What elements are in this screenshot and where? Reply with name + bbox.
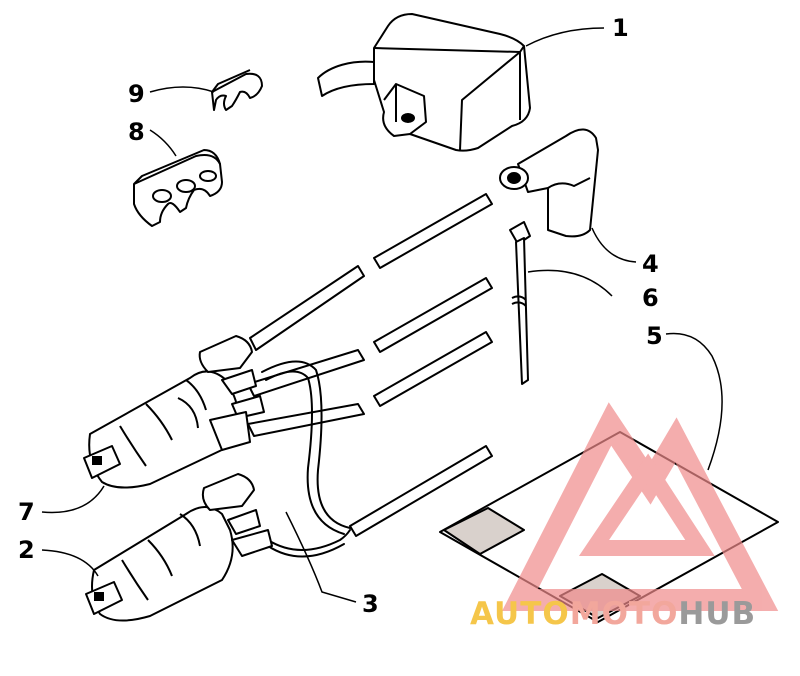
wire-clip-single bbox=[211, 69, 263, 111]
svg-text:AUTOMOTOHUB: AUTOMOTOHUB bbox=[470, 596, 756, 632]
watermark-moto: MOTO bbox=[570, 596, 679, 632]
callout-1: 1 bbox=[612, 14, 629, 42]
leader-6 bbox=[527, 269, 613, 297]
callout-5: 5 bbox=[646, 322, 663, 350]
ignition-coil-lower bbox=[85, 473, 273, 622]
watermark-text: AUTOMOTOHUB bbox=[470, 596, 756, 632]
callout-7: 7 bbox=[18, 498, 35, 526]
callout-4: 4 bbox=[642, 250, 659, 278]
leader-4 bbox=[591, 227, 637, 263]
watermark-triangle-inner bbox=[578, 453, 715, 556]
callout-8: 8 bbox=[128, 118, 145, 146]
leader-8 bbox=[149, 129, 177, 157]
callout-2: 2 bbox=[18, 536, 35, 564]
ignition-coil-upper bbox=[83, 335, 265, 489]
callout-6: 6 bbox=[642, 284, 659, 312]
cable-tie bbox=[509, 221, 531, 385]
watermark-logo bbox=[502, 402, 779, 611]
leader-2 bbox=[41, 549, 99, 577]
callout-9: 9 bbox=[128, 80, 145, 108]
ignition-wires bbox=[247, 193, 493, 537]
watermark-triangle-outer bbox=[502, 402, 779, 611]
spark-plug-cap bbox=[499, 128, 599, 238]
watermark-hub: HUB bbox=[678, 596, 756, 632]
lead-wires bbox=[261, 360, 351, 558]
leader-5 bbox=[665, 332, 723, 471]
leader-1 bbox=[525, 27, 605, 47]
leader-7 bbox=[41, 485, 105, 514]
cdi-box bbox=[317, 13, 531, 152]
leader-lines bbox=[41, 27, 723, 603]
wire-clip-triple bbox=[133, 149, 223, 227]
leader-3 bbox=[285, 511, 357, 603]
leader-9 bbox=[149, 86, 215, 93]
callout-numbers: 1 2 3 4 5 6 7 8 9 bbox=[18, 14, 663, 618]
watermark-auto: AUTO bbox=[470, 596, 570, 632]
callout-3: 3 bbox=[362, 590, 379, 618]
